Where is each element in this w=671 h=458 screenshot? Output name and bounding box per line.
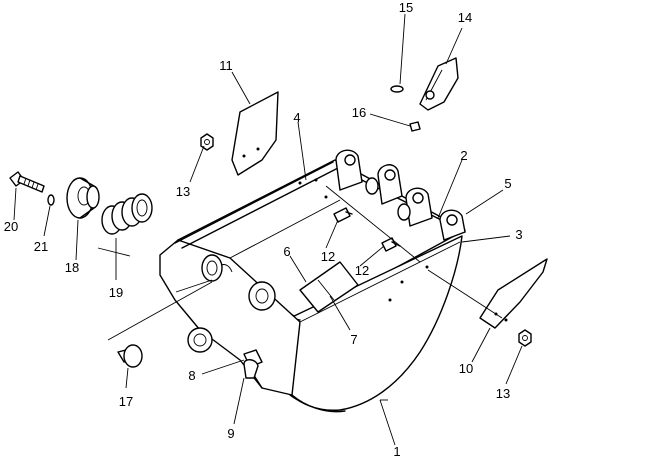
callout-8: 8	[188, 368, 195, 383]
callout-10: 10	[459, 361, 473, 376]
pin-16	[409, 121, 421, 132]
callout-15: 15	[399, 0, 413, 15]
pivot-boss-left	[201, 254, 223, 282]
callout-19: 19	[109, 285, 123, 300]
callout-13-a: 13	[176, 184, 190, 199]
bolt-b	[381, 237, 401, 252]
bolt-20	[9, 171, 45, 193]
washer-15	[390, 85, 404, 93]
callout-12-b: 12	[355, 263, 369, 278]
callout-13-b: 13	[496, 386, 510, 401]
callout-17: 17	[119, 394, 133, 409]
callout-7: 7	[350, 332, 357, 347]
pivot-boss-lower	[187, 327, 213, 353]
washer-21	[47, 194, 55, 206]
callout-11: 11	[219, 58, 233, 73]
callout-16: 16	[352, 105, 366, 120]
tooth	[419, 57, 459, 111]
pivot-boss-right	[248, 281, 276, 311]
side-cutter-right	[479, 258, 548, 329]
callout-6: 6	[283, 244, 290, 259]
callout-5: 5	[504, 176, 511, 191]
top-lugs	[335, 149, 466, 241]
callout-21: 21	[34, 239, 48, 254]
callout-20: 20	[4, 219, 18, 234]
pin-small	[243, 349, 263, 379]
callout-2: 2	[460, 148, 467, 163]
callout-4: 4	[293, 110, 300, 125]
callout-18: 18	[65, 260, 79, 275]
collar-18	[66, 177, 100, 219]
shims-19	[101, 193, 153, 235]
bolt-a	[333, 207, 353, 223]
side-cutter-left	[231, 91, 279, 176]
callout-9: 9	[227, 426, 234, 441]
nut-right	[518, 329, 532, 347]
callout-1: 1	[393, 444, 400, 458]
pin-17	[117, 344, 143, 368]
leader-lines	[13, 13, 523, 446]
callout-14: 14	[458, 10, 472, 25]
inner-bracket	[299, 261, 359, 313]
callout-12-a: 12	[321, 249, 335, 264]
nut-top	[200, 133, 214, 151]
callout-3: 3	[515, 227, 522, 242]
callout-labels: 1 2 3 4 5 6 7 8 9 10 11 12 12 13 13 14 1…	[4, 0, 523, 458]
